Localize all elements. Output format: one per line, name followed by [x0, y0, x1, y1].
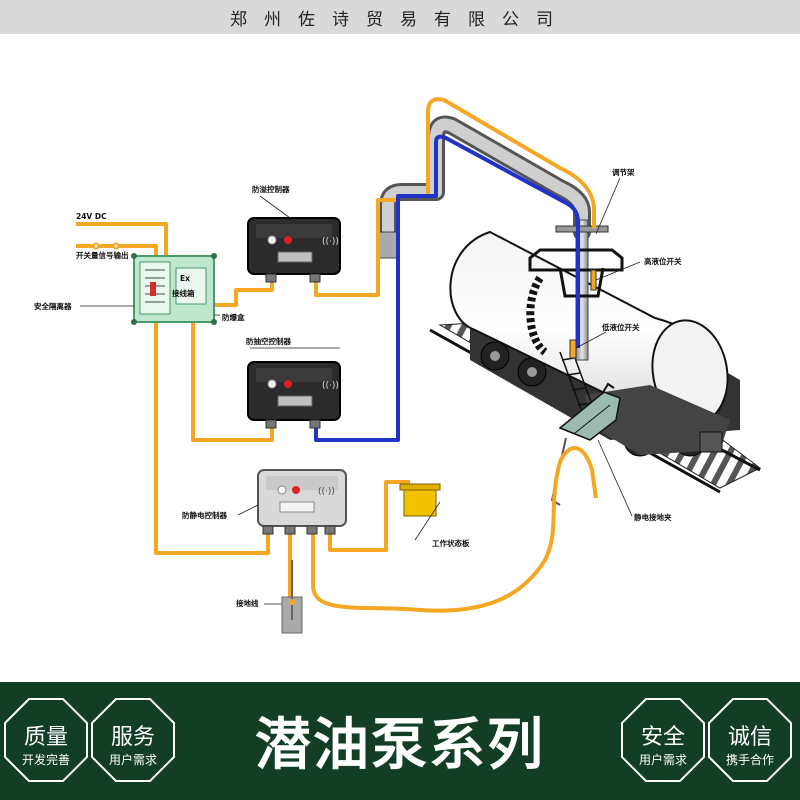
signal-icon: ((·)): [322, 381, 339, 391]
label-static-clamp: 静电接地夹: [634, 512, 672, 522]
label-adjust-frame: 调节架: [612, 167, 635, 177]
ground-rod: [281, 560, 303, 634]
label-low-level-switch: 低液位开关: [601, 322, 640, 332]
company-name: 郑州佐诗贸易有限公司: [230, 9, 570, 30]
blue-wiring: [314, 134, 580, 442]
status-board: [399, 483, 441, 517]
octagon-icon: [4, 698, 88, 782]
octagon-icon: [91, 698, 175, 782]
switch-symbols: [92, 242, 120, 250]
service-badge: 服务 用户需求: [90, 697, 176, 783]
label-explosion-box: 防爆盒: [222, 312, 245, 322]
label-static-controller: 防静电控制器: [182, 510, 227, 520]
safety-badge: 安全 用户需求: [620, 697, 706, 783]
label-antidraw-controller: 防抽空控制器: [246, 336, 291, 346]
quality-badge: 质量 开发完善: [3, 697, 89, 783]
signal-icon: ((·)): [318, 487, 335, 497]
badge-title: 安全: [640, 725, 685, 750]
octagon-icon: [621, 698, 705, 782]
label-24v-dc: 24V DC: [76, 212, 107, 221]
badge-subtitle: 用户需求: [638, 753, 687, 767]
static-controller: ((·)): [257, 469, 347, 535]
ex-box-label-1: Ex: [180, 274, 190, 283]
badge-title: 诚信: [727, 725, 772, 750]
label-high-level-switch: 高液位开关: [644, 256, 682, 266]
header-bar: 郑州佐诗贸易有限公司: [0, 0, 800, 34]
signal-icon: ((·)): [322, 237, 339, 247]
label-ground-wire: 接地线: [236, 598, 259, 608]
badge-subtitle: 用户需求: [108, 753, 157, 767]
footer-title: 潜油泵系列: [255, 713, 545, 778]
label-status-board: 工作状态板: [432, 538, 470, 548]
loading-system-diagram: Ex 接线箱 ((·)) ((·)) ((·)): [34, 97, 761, 634]
octagon-icon: [708, 698, 792, 782]
label-overflow-controller: 防溢控制器: [252, 184, 290, 194]
antidraw-controller: ((·)): [247, 361, 341, 429]
integrity-badge: 诚信 携手合作: [707, 697, 793, 783]
ex-junction-box: Ex 接线箱: [131, 253, 217, 325]
label-switch-output: 开关量信号输出: [76, 250, 129, 260]
badge-title: 服务: [110, 725, 155, 750]
badge-subtitle: 携手合作: [725, 753, 774, 767]
orange-wiring: [76, 97, 598, 613]
leader-lines: [80, 177, 641, 605]
ex-box-label-2: 接线箱: [172, 288, 195, 298]
static-clamp: [550, 382, 621, 506]
label-safety-barrier: 安全隔离器: [34, 301, 72, 311]
footer-banner: 质量 开发完善 服务 用户需求 潜油泵系列 安全 用户需求 诚信 携手合作: [0, 682, 800, 800]
overflow-controller: ((·)): [247, 217, 341, 283]
badge-title: 质量: [23, 725, 68, 750]
badge-subtitle: 开发完善: [21, 753, 70, 767]
